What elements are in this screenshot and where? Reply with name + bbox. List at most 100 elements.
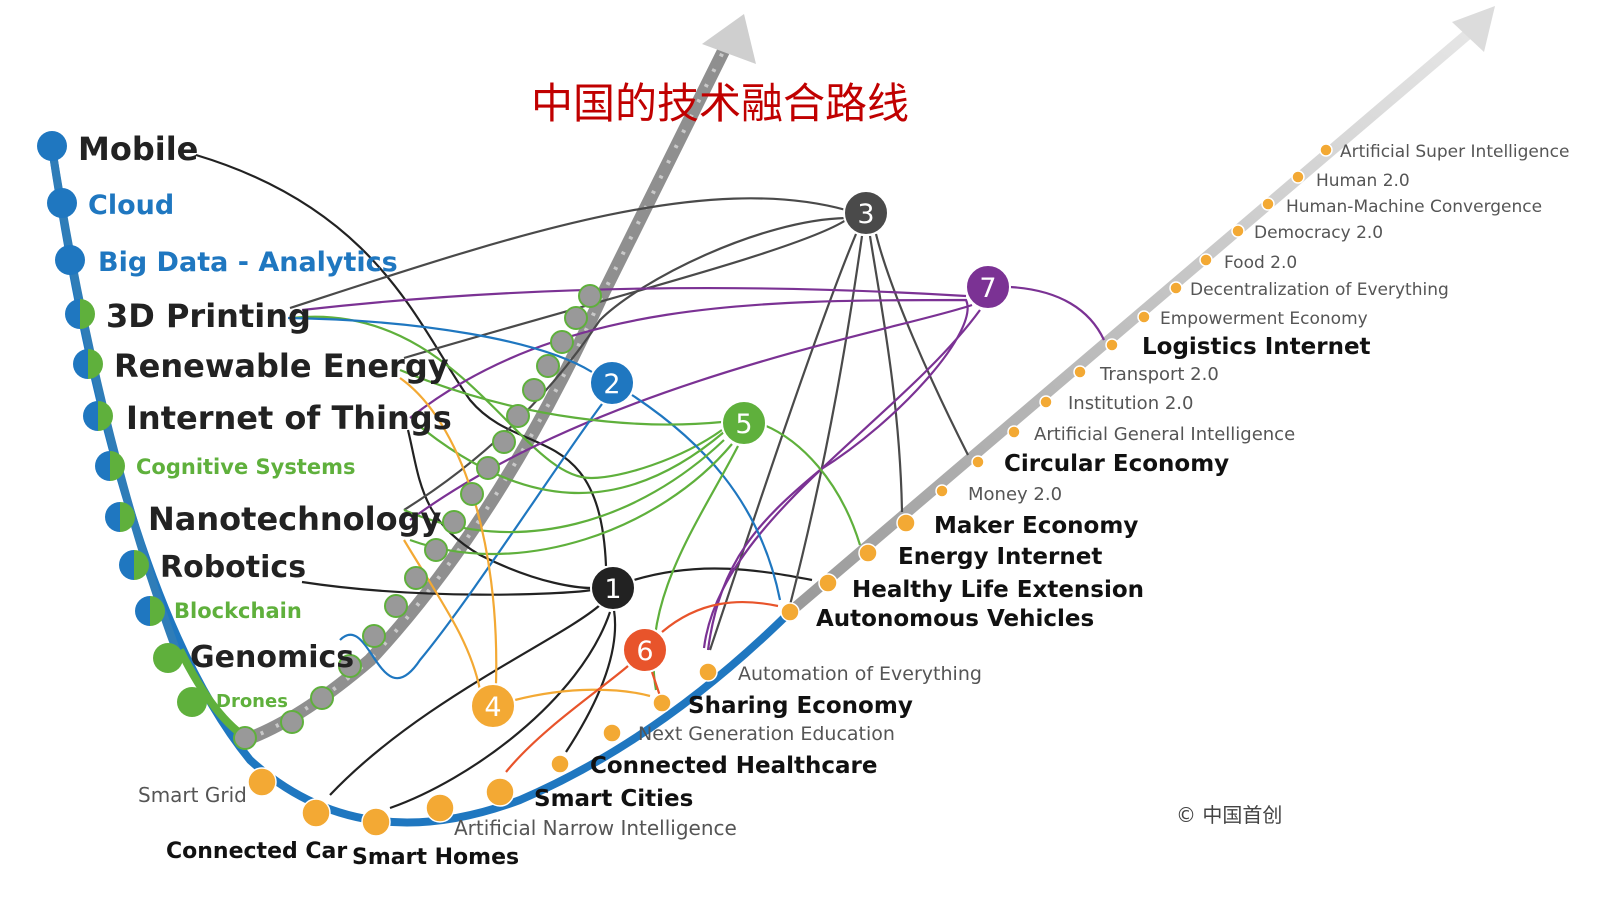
connector-line <box>339 403 603 680</box>
technology-label: Internet of Things <box>126 399 452 437</box>
application-label: Transport 2.0 <box>1099 364 1219 385</box>
application-dot <box>780 602 800 622</box>
application-dot <box>1319 143 1333 157</box>
technology-dot <box>153 643 183 673</box>
technology-dot <box>73 349 103 379</box>
arrow-dot <box>550 330 574 354</box>
left-arrow-head <box>702 14 756 64</box>
hub-node <box>843 190 889 236</box>
application-label: Institution 2.0 <box>1068 393 1193 414</box>
connector-line <box>403 219 847 360</box>
application-dot <box>818 573 838 593</box>
arrow-dot <box>564 306 588 330</box>
application-label: Human-Machine Convergence <box>1286 197 1542 217</box>
arrow-dot <box>578 284 602 308</box>
technology-label: 3D Printing <box>106 297 311 335</box>
application-label: Smart Cities <box>534 786 693 812</box>
application-dot <box>652 693 672 713</box>
application-dot <box>1199 253 1213 267</box>
application-dot <box>1291 170 1305 184</box>
connector-line <box>661 600 779 633</box>
connector-line <box>399 368 723 426</box>
connector-line <box>289 197 847 310</box>
application-label: Smart Homes <box>352 845 519 870</box>
hub-node <box>965 264 1011 310</box>
arrow-dot <box>460 482 484 506</box>
application-dot <box>1039 395 1053 409</box>
arrow-dot <box>280 710 304 734</box>
application-label: Automation of Everything <box>738 663 982 685</box>
arrow-dot <box>522 378 546 402</box>
application-label: Empowerment Economy <box>1160 309 1368 329</box>
connector-line <box>287 316 593 373</box>
application-label: Logistics Internet <box>1142 334 1371 360</box>
arrow-dot <box>310 686 334 710</box>
copyright-note: © 中国首创 <box>1176 803 1282 827</box>
application-label: Artificial Super Intelligence <box>1340 142 1569 162</box>
connector-line <box>874 233 969 456</box>
application-label: Connected Car <box>166 839 347 864</box>
application-label: Artificial General Intelligence <box>1034 424 1295 445</box>
technology-label: Blockchain <box>174 599 302 623</box>
application-dot <box>301 798 331 828</box>
connector-line <box>1009 285 1105 341</box>
hub-node <box>589 360 635 406</box>
application-label: Autonomous Vehicles <box>816 606 1094 632</box>
connector-line <box>763 423 862 546</box>
application-dot <box>896 513 916 533</box>
connector-line <box>403 216 847 511</box>
connector-line <box>514 688 651 702</box>
application-label: Next Generation Education <box>638 723 895 745</box>
arrow-dot <box>233 726 257 750</box>
application-dot <box>485 777 515 807</box>
technology-dot <box>95 451 125 481</box>
application-label: Democracy 2.0 <box>1254 223 1383 243</box>
connector-line <box>406 429 593 590</box>
application-dot <box>935 484 949 498</box>
arrow-dot <box>506 404 530 428</box>
connector-line <box>301 580 593 596</box>
arrow-dot <box>492 430 516 454</box>
hub-label: 4 <box>484 692 501 723</box>
hub-label: 5 <box>735 409 752 440</box>
arrow-dot <box>404 566 428 590</box>
application-dot <box>971 455 985 469</box>
application-label: Healthy Life Extension <box>852 577 1144 603</box>
technology-dot <box>135 596 165 626</box>
hub-label: 1 <box>604 574 621 605</box>
connector-line <box>411 419 725 495</box>
hub-node <box>470 683 516 729</box>
application-label: Decentralization of Everything <box>1190 280 1449 300</box>
application-dot <box>858 543 878 563</box>
hub-label: 7 <box>979 273 996 304</box>
application-label: Food 2.0 <box>1224 253 1297 273</box>
arrow-dot <box>476 456 500 480</box>
technology-dot <box>105 502 135 532</box>
application-dot <box>425 793 455 823</box>
technology-label: Cognitive Systems <box>136 455 355 479</box>
arrow-dot <box>338 654 362 678</box>
application-label: Human 2.0 <box>1316 171 1410 191</box>
application-dot <box>1073 365 1087 379</box>
application-dot <box>247 767 277 797</box>
connector-line <box>291 315 723 480</box>
diagram-title: 中国的技术融合路线 <box>531 79 909 128</box>
application-label: Maker Economy <box>934 513 1138 539</box>
application-dot <box>1007 425 1021 439</box>
hub-node <box>590 565 636 611</box>
technology-label: Big Data - Analytics <box>98 247 398 278</box>
arrow-dot <box>424 538 448 562</box>
technology-dot <box>47 188 77 218</box>
application-label: Sharing Economy <box>688 693 913 719</box>
connector-line <box>708 233 858 651</box>
arrow-dot <box>536 354 560 378</box>
technology-label: Mobile <box>78 130 198 168</box>
application-dot <box>550 754 570 774</box>
connector-line <box>868 235 904 513</box>
application-label: Smart Grid <box>138 783 247 807</box>
connector-line <box>409 443 733 556</box>
application-dot <box>1169 281 1183 295</box>
application-label: Energy Internet <box>898 544 1102 570</box>
connector-line <box>631 394 782 601</box>
